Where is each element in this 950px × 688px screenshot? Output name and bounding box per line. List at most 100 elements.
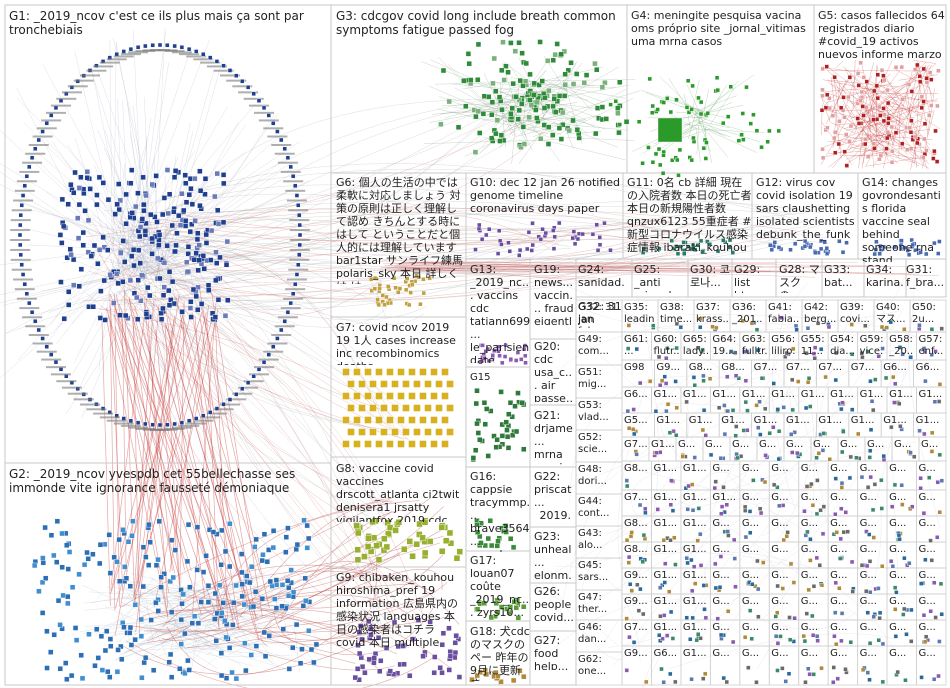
node-g10 — [476, 226, 482, 231]
node-small-group — [795, 379, 801, 384]
edge-g2-internal — [191, 600, 203, 671]
node-g11 — [674, 244, 679, 249]
node-g2 — [60, 592, 66, 599]
node-label-bar — [106, 58, 127, 61]
node-g15 — [504, 433, 511, 440]
node-label-bar — [113, 422, 134, 425]
edge-g3-internal — [499, 90, 518, 94]
node-g2 — [182, 630, 188, 637]
node-g1 — [183, 180, 189, 186]
node-g2 — [221, 617, 228, 624]
node-g7 — [364, 392, 372, 400]
node-label-bar — [86, 408, 107, 411]
node-g2 — [115, 647, 121, 653]
node-g10 — [590, 232, 596, 237]
node-g2 — [92, 663, 98, 669]
node-g5 — [886, 116, 891, 121]
node-g8 — [369, 518, 376, 526]
node-g2 — [54, 518, 61, 524]
node-small-group — [719, 511, 724, 516]
node-g6 — [372, 286, 378, 291]
node-g1 — [70, 190, 77, 196]
node-g15 — [507, 400, 514, 406]
node-small-group — [712, 485, 718, 491]
node-g2 — [210, 529, 217, 535]
node-small-group — [780, 666, 785, 671]
node-g5 — [936, 68, 941, 73]
edge-g5-internal — [868, 127, 927, 154]
edge-g1-g2 — [153, 308, 219, 607]
node-g2 — [98, 633, 105, 640]
edge-g3-internal — [555, 88, 627, 127]
node-g2 — [252, 588, 259, 595]
node-label-bar — [213, 69, 234, 72]
node-g5 — [890, 149, 895, 154]
edge-g3-internal — [513, 113, 569, 125]
edge-g5-internal — [865, 133, 883, 136]
node-g1 — [188, 185, 194, 192]
node-g2 — [111, 554, 117, 561]
node-g7 — [353, 440, 361, 448]
edge-cross-group — [119, 292, 392, 614]
node-g3 — [553, 109, 559, 115]
node-small-group — [896, 532, 902, 538]
edge-g6-right — [382, 263, 763, 267]
node-g1 — [172, 168, 179, 174]
node-g7 — [380, 404, 388, 412]
node-g3 — [465, 51, 472, 57]
node-g1 — [122, 312, 129, 319]
node-small-group — [865, 670, 871, 675]
edge-cross-group — [104, 234, 823, 274]
node-g11 — [707, 242, 713, 247]
node-small-group — [701, 408, 707, 413]
node-small-group — [630, 427, 636, 432]
node-g4 — [691, 135, 696, 141]
node-g7 — [353, 392, 361, 400]
edge-g2-internal — [235, 614, 251, 650]
node-g4 — [676, 173, 681, 178]
node-small-group — [865, 610, 871, 615]
edge-small-groups — [617, 363, 801, 656]
edge-small-groups — [907, 311, 941, 529]
node-g3 — [562, 71, 568, 77]
node-label-bar — [51, 104, 72, 107]
edge-g1-g2 — [165, 306, 206, 599]
node-small-group — [871, 407, 876, 413]
node-label-bar — [45, 111, 66, 114]
node-small-group — [867, 559, 873, 564]
node-small-group — [863, 323, 868, 328]
edge-g5-internal — [857, 101, 908, 155]
node-small-group — [792, 616, 797, 621]
node-small-group — [808, 558, 813, 563]
node-g2 — [212, 590, 219, 597]
edge-g4-internal — [696, 116, 743, 131]
edge-g5-internal — [827, 79, 899, 88]
node-g1-ring — [165, 43, 170, 48]
nodes-layer — [10, 39, 945, 685]
edge-g2-internal — [121, 565, 150, 606]
node-g2 — [285, 525, 291, 531]
edge-cross-group — [168, 241, 382, 419]
edge-g5-internal — [914, 83, 920, 164]
node-g1 — [149, 235, 156, 242]
edge-g5-internal — [892, 99, 903, 110]
node-label-bar — [32, 135, 53, 138]
node-g4 — [714, 75, 720, 80]
edge-g2-internal — [114, 620, 174, 662]
edge-cross-group — [143, 206, 696, 236]
node-g13 — [497, 353, 502, 358]
node-g2 — [270, 544, 277, 551]
node-g4 — [661, 153, 666, 158]
node-g1 — [113, 271, 120, 277]
node-g1 — [159, 211, 166, 218]
node-g12 — [802, 244, 808, 249]
node-label-bar — [120, 424, 141, 427]
node-g4 — [776, 128, 781, 134]
node-label-bar — [286, 199, 307, 202]
edge-g2-internal — [147, 589, 280, 608]
node-g10 — [575, 236, 581, 242]
edge-g5-internal — [830, 104, 899, 164]
small-group-box — [651, 460, 682, 491]
edge-g2-internal — [145, 623, 214, 632]
node-small-group — [643, 510, 648, 515]
